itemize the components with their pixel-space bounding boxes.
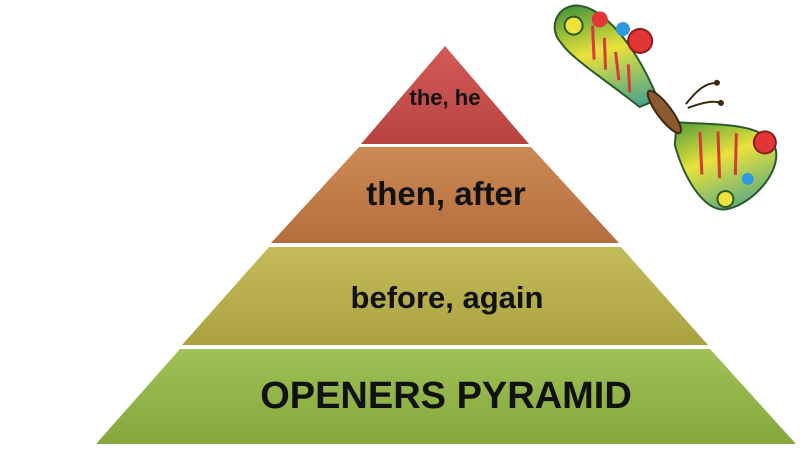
pyramid: the, he then, after before, again OPENER… (96, 46, 796, 444)
pyramid-tier-top (361, 46, 529, 144)
pyramid-tier-third (182, 247, 708, 345)
tier-label-third: before, again (351, 280, 544, 315)
pyramid-tier-second (271, 147, 619, 243)
tier-label-base: OPENERS PYRAMID (260, 375, 632, 417)
tier-label-second: then, after (366, 175, 526, 212)
tier-label-top: the, he (410, 85, 481, 110)
pyramid-tier-base (96, 349, 796, 444)
butterfly-icon (553, 4, 778, 211)
